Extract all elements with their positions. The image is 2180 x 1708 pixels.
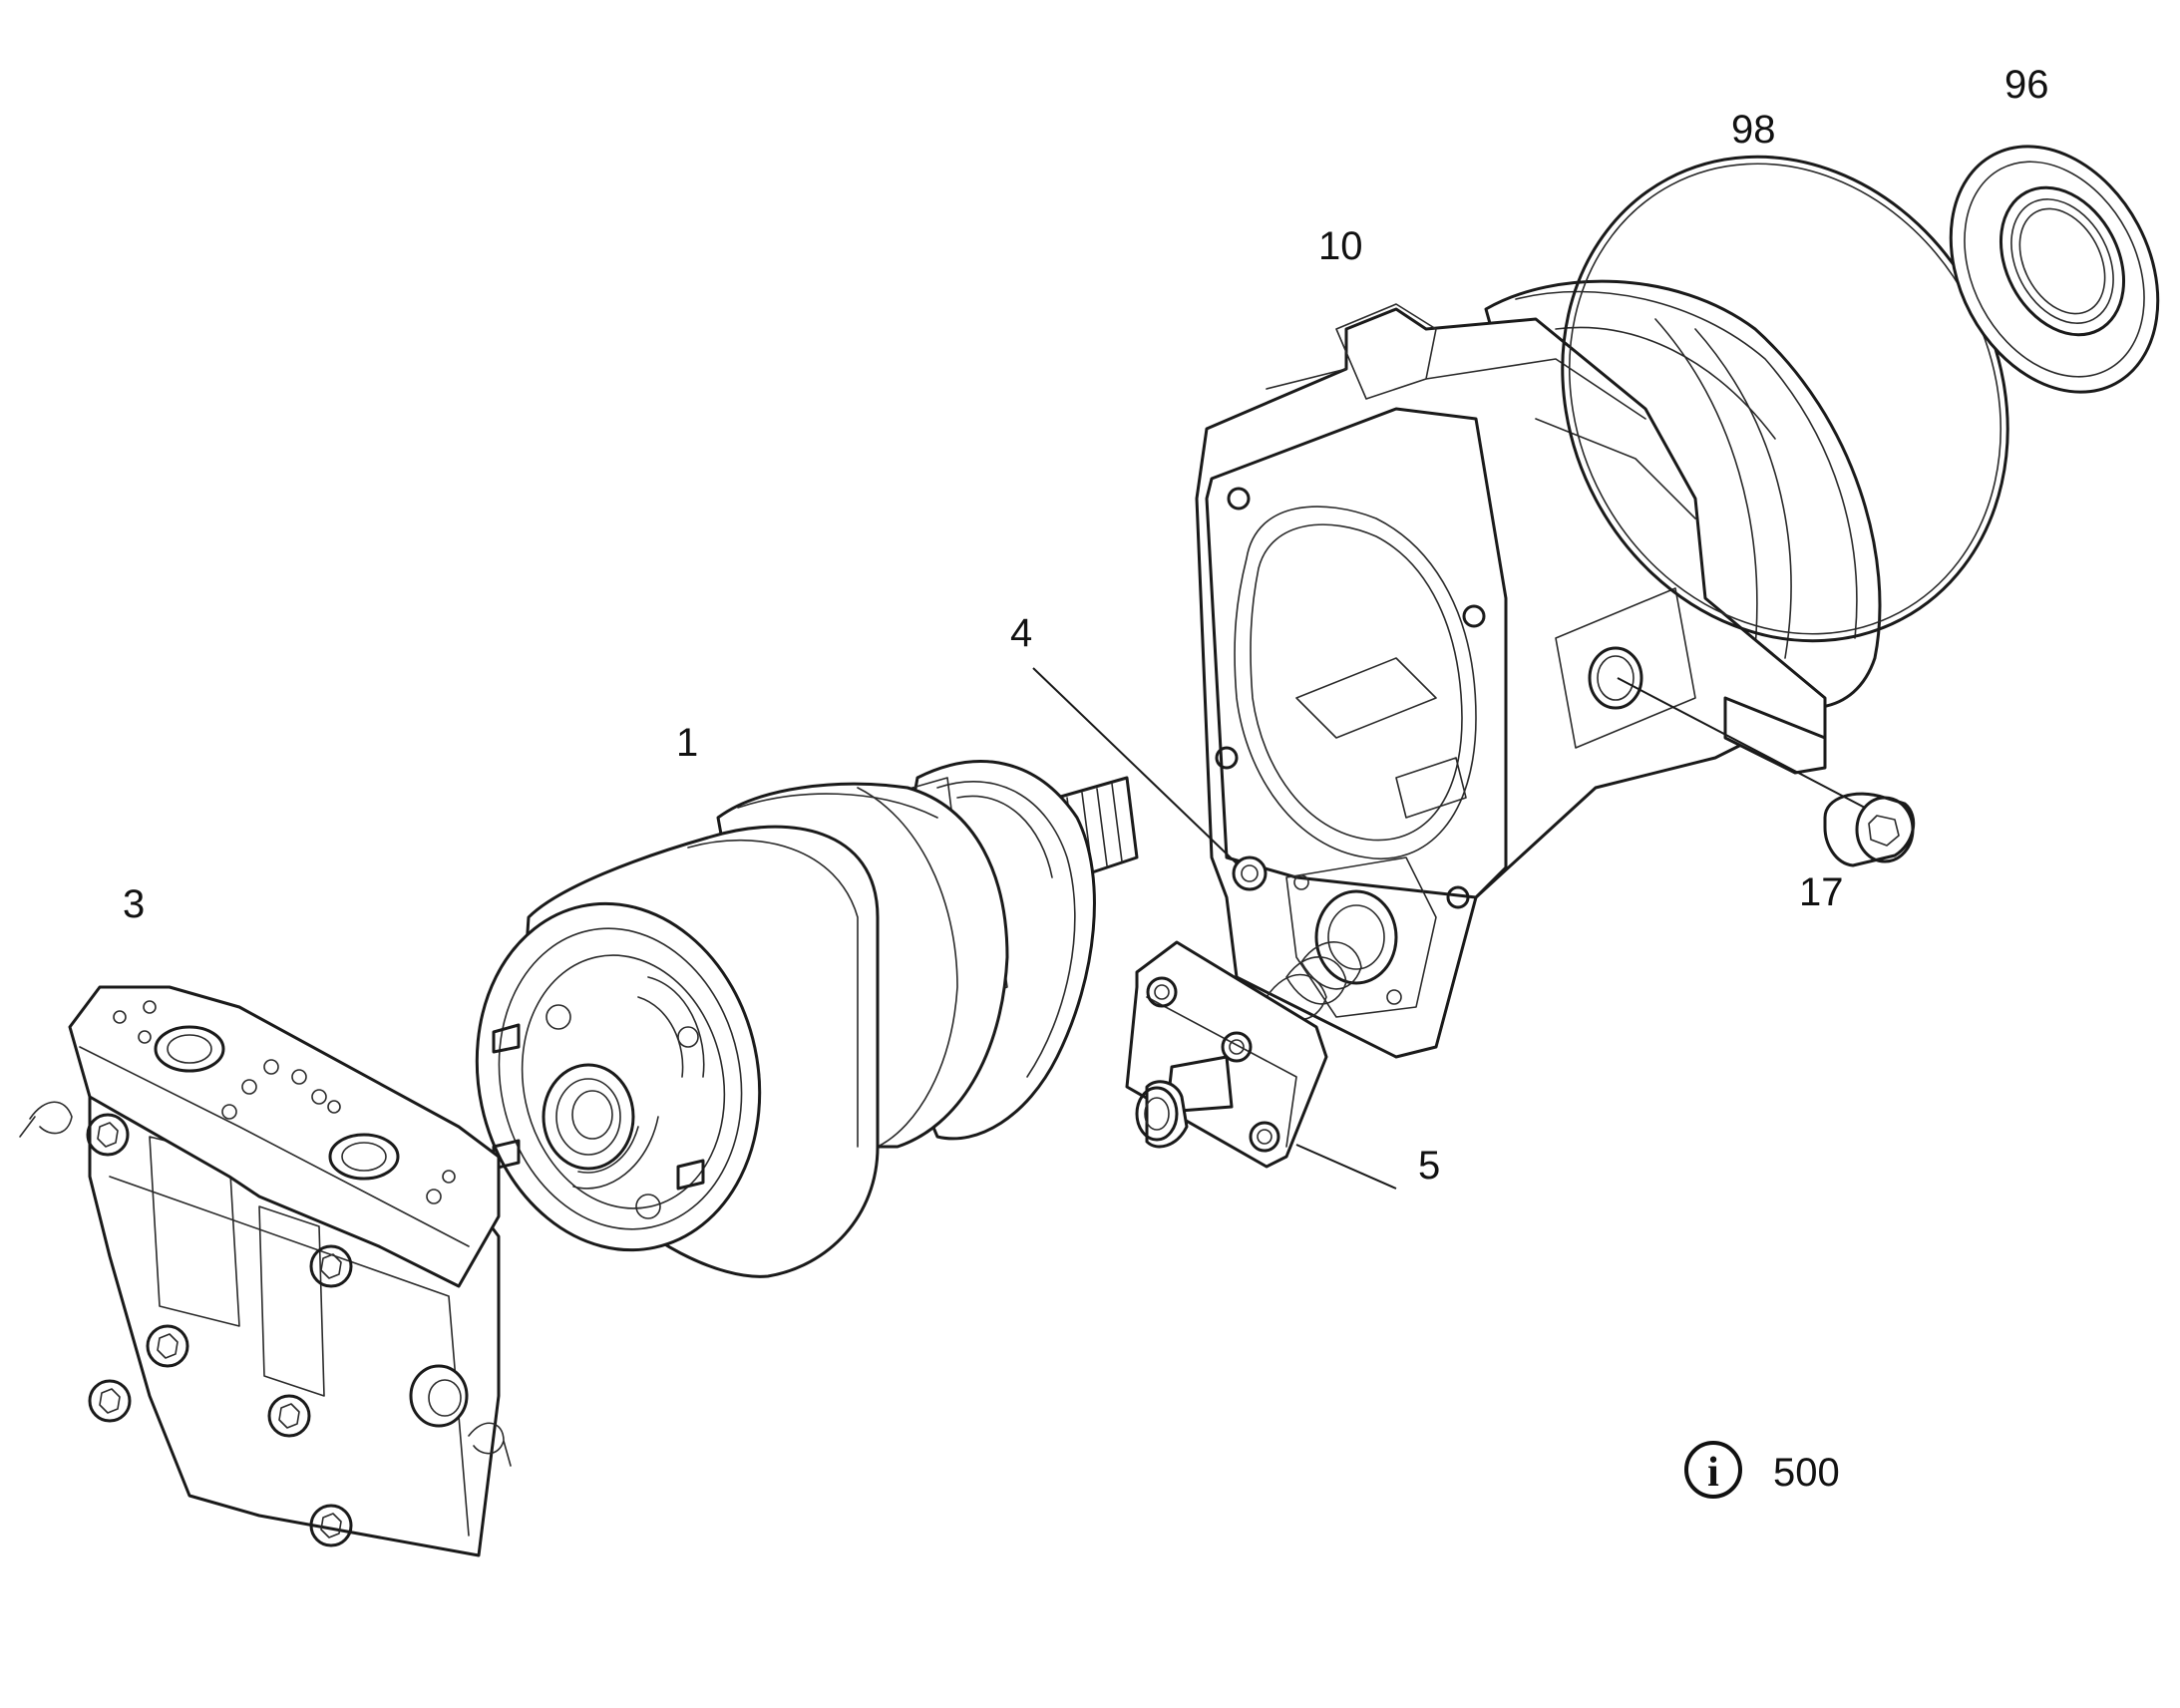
part-port-plate bbox=[19, 985, 512, 1557]
info-number: 500 bbox=[1773, 1451, 1840, 1495]
leader-line-4 bbox=[1032, 667, 1238, 864]
part-shaft-seal bbox=[1949, 145, 2160, 394]
info-reference: i 500 bbox=[1684, 1441, 1840, 1499]
part-label-98: 98 bbox=[1731, 108, 1776, 152]
part-label-1: 1 bbox=[676, 721, 698, 765]
info-icon bbox=[1684, 1441, 1742, 1499]
part-control-flange bbox=[1125, 940, 1362, 1169]
part-label-3: 3 bbox=[123, 882, 145, 926]
part-label-5: 5 bbox=[1418, 1144, 1440, 1188]
part-label-10: 10 bbox=[1318, 224, 1363, 268]
part-plug bbox=[1823, 792, 1916, 867]
part-housing bbox=[1195, 279, 1882, 1059]
part-label-96: 96 bbox=[2004, 63, 2049, 107]
part-label-17: 17 bbox=[1799, 870, 1844, 914]
part-label-4: 4 bbox=[1010, 611, 1032, 655]
leader-line-17 bbox=[1617, 677, 1866, 809]
part-small-plug bbox=[1232, 855, 1268, 891]
part-rotary-group bbox=[475, 760, 1139, 1278]
leader-line-5 bbox=[1295, 1144, 1397, 1190]
info-icon-glyph: i bbox=[1707, 1450, 1719, 1496]
